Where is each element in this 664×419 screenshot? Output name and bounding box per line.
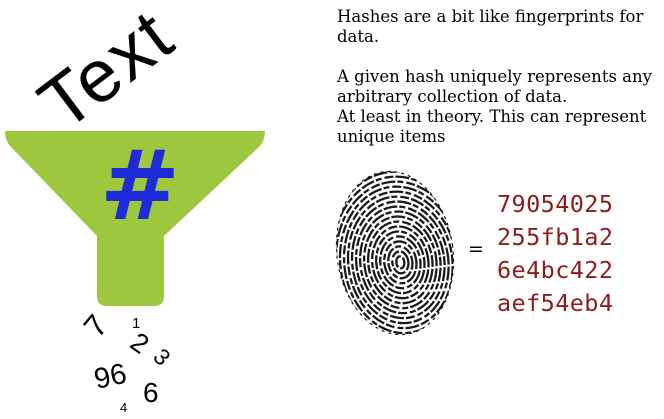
output-digit: 7	[77, 308, 115, 344]
hash-value-line: 79054025	[497, 190, 614, 218]
funnel-icon	[5, 131, 265, 306]
equals-sign: =	[468, 238, 484, 260]
fingerprint-icon	[326, 170, 464, 343]
output-digit: 6	[143, 377, 159, 408]
description-unique: A given hash uniquely represents any arb…	[337, 67, 652, 106]
output-digit: 1	[132, 315, 140, 332]
output-digit: 2	[125, 327, 155, 360]
output-digit: 96	[91, 358, 129, 396]
output-digit: 3	[148, 343, 175, 370]
hash-value-line: 255fb1a2	[497, 223, 614, 251]
hash-value-line: 6e4bc422	[497, 256, 614, 284]
text-input-label: Text	[24, 0, 189, 146]
description-theory: At least in theory. This can represent u…	[337, 107, 647, 146]
hash-symbol: #	[100, 130, 180, 242]
hash-value-line: aef54eb4	[497, 289, 614, 317]
output-digit: 4	[120, 400, 127, 415]
description-fingerprints: Hashes are a bit like fingerprints for d…	[337, 7, 644, 46]
